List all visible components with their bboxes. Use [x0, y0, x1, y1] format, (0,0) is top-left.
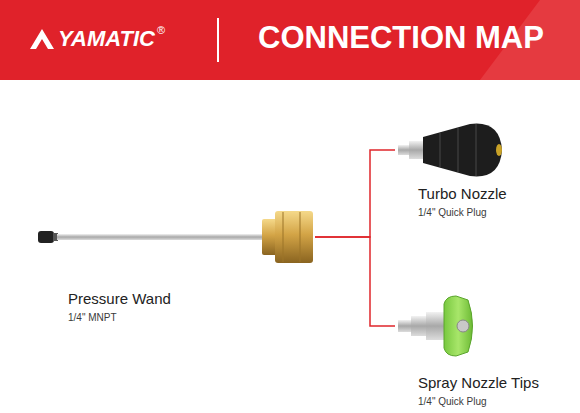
coupler-nut	[262, 219, 277, 255]
connector-line	[315, 237, 395, 326]
plug-hex	[409, 141, 423, 159]
part-node: Turbo Nozzle 1/4" Quick Plug	[395, 118, 560, 221]
turbo-body	[423, 124, 502, 177]
coupler-groove	[300, 212, 301, 262]
thread-spec: 1/4" Quick Plug	[418, 395, 560, 408]
coupler-body	[275, 211, 313, 263]
turbo-tip	[496, 144, 502, 156]
wand-tube	[57, 234, 264, 240]
header-divider	[217, 18, 219, 62]
plug-hex	[411, 316, 427, 336]
trademark-mark: ®	[157, 24, 165, 36]
connector-line	[315, 150, 395, 237]
coupler-groove	[283, 212, 284, 262]
tip-body	[426, 312, 445, 340]
thread-spec: 1/4" Quick Plug	[418, 206, 560, 219]
wand-tip	[38, 231, 54, 243]
tip-orifice	[457, 320, 469, 332]
part-name: Spray Nozzle Tips	[418, 374, 560, 392]
part-name: Pressure Wand	[68, 290, 315, 308]
brand-name: YAMATIC	[58, 26, 155, 52]
logo-mark	[30, 29, 54, 49]
turbo-rib	[475, 124, 477, 176]
plug-stem	[398, 320, 412, 332]
part-name: Turbo Nozzle	[418, 185, 560, 203]
page-title: CONNECTION MAP	[258, 20, 544, 56]
part-node: Spray Nozzle Tips 1/4" Quick Plug	[395, 294, 560, 410]
tip-cap	[444, 296, 473, 356]
plug-stem	[398, 145, 410, 155]
header-band	[0, 0, 580, 80]
turbo-rib	[457, 128, 459, 172]
part-node: Pressure Wand 1/4" MNPT	[35, 210, 315, 326]
thread-spec: 1/4" MNPT	[68, 311, 315, 324]
turbo-rib	[439, 133, 441, 167]
